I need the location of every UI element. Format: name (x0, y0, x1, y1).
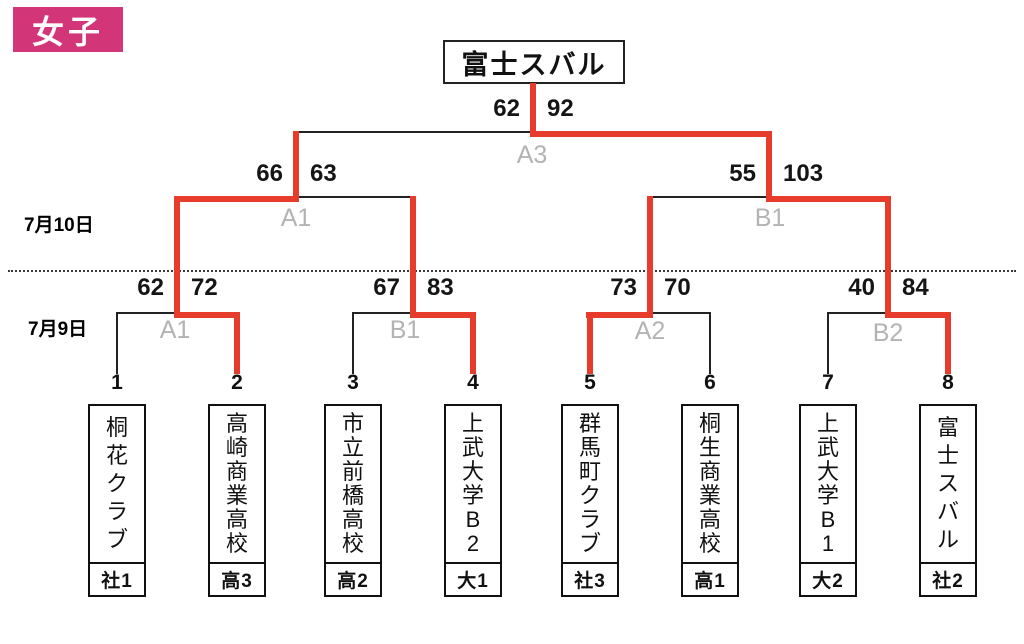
r1-b2-right-score: 84 (902, 274, 929, 301)
r1-b2-left-score: 40 (848, 274, 875, 301)
team-tag-4: 大1 (446, 562, 500, 595)
winner-path-r1-b2-up (885, 196, 891, 318)
team-seed-number-1: 1 (111, 371, 123, 394)
winner-path-r1-a1-up (174, 196, 180, 318)
winner-path-sf-b1-up (766, 131, 772, 202)
bracket-leg-team3 (352, 312, 354, 374)
winner-path-sf-b1-right (766, 196, 891, 202)
team-name-5: 群馬町クラブ (578, 411, 601, 556)
team-seed-number-4: 4 (467, 371, 479, 394)
team-seed-number-5: 5 (584, 371, 596, 394)
date-label-day1: 7月9日 (28, 319, 88, 340)
bracket-line-sf-b1-left (650, 196, 769, 198)
team-box-3: 市立前橋高校 高2 (324, 404, 382, 597)
bracket-line-r1-a2-right (650, 312, 711, 314)
winner-path-final-right (530, 131, 772, 137)
bracket-line-r1-b1-left (353, 312, 413, 314)
team-seed-number-7: 7 (822, 371, 834, 394)
team-name-8: 富士スバル (936, 415, 959, 552)
match-label-final: A3 (516, 141, 548, 169)
round-divider-dotted-line (8, 270, 1016, 272)
bracket-line-r1-a1-left (117, 312, 177, 314)
team-seed-number-6: 6 (704, 371, 716, 394)
team-tag-5: 社3 (563, 562, 617, 595)
winner-path-r1-a1-right (174, 312, 240, 318)
team-tag-7: 大2 (801, 562, 855, 595)
match-label-sf-a1: A1 (280, 204, 312, 232)
final-left-score: 62 (493, 95, 520, 122)
winner-path-leg-team8 (945, 312, 951, 374)
team-box-5: 群馬町クラブ 社3 (561, 404, 619, 597)
team-tag-2: 高3 (210, 562, 264, 595)
team-box-2: 高崎商業高校 高3 (208, 404, 266, 597)
bracket-leg-team7 (827, 312, 829, 374)
r1-a1-left-score: 62 (137, 274, 164, 301)
r1-a2-right-score: 70 (664, 274, 691, 301)
winner-path-r1-b1-up (410, 196, 416, 318)
bracket-line-final-left (295, 131, 532, 133)
team-seed-number-2: 2 (231, 371, 243, 394)
team-name-2: 高崎商業高校 (225, 411, 248, 556)
winner-path-leg-team2 (234, 312, 240, 374)
sf-a1-right-score: 63 (310, 160, 337, 187)
team-tag-3: 高2 (326, 562, 380, 595)
bracket-line-r1-b2-left (828, 312, 888, 314)
winner-path-r1-a2-up (647, 196, 653, 318)
bracket-leg-team1 (116, 312, 118, 374)
match-label-sf-b1: B1 (754, 204, 786, 232)
winner-path-r1-a2-left (586, 312, 653, 318)
team-box-8: 富士スバル 社2 (919, 404, 977, 597)
bracket-line-sf-a1-right (296, 196, 413, 198)
team-tag-8: 社2 (921, 562, 975, 595)
team-tag-6: 高1 (683, 562, 737, 595)
team-box-6: 桐生商業高校 高1 (681, 404, 739, 597)
winner-path-sf-a1-left (174, 196, 299, 202)
winner-path-sf-a1-up (293, 131, 299, 202)
team-seed-number-3: 3 (347, 371, 359, 394)
sf-a1-left-score: 66 (256, 160, 283, 187)
r1-b1-left-score: 67 (373, 274, 400, 301)
champion-box: 富士スバル (443, 40, 625, 84)
bracket-leg-team6 (709, 312, 711, 374)
team-name-3: 市立前橋高校 (341, 411, 364, 556)
r1-a2-left-score: 73 (610, 274, 637, 301)
sf-b1-left-score: 55 (729, 160, 756, 187)
team-name-6: 桐生商業高校 (698, 411, 721, 556)
winner-path-leg-team4 (470, 312, 476, 374)
team-tag-1: 社1 (90, 562, 144, 595)
category-badge: 女子 (13, 7, 123, 52)
winner-path-r1-b2-right (885, 312, 951, 318)
winner-path-r1-b1-right (410, 312, 476, 318)
team-box-1: 桐花クラブ 社1 (88, 404, 146, 597)
sf-b1-right-score: 103 (783, 160, 824, 187)
winner-path-final-to-champion (530, 83, 536, 137)
final-right-score: 92 (547, 95, 574, 122)
r1-b1-right-score: 83 (427, 274, 454, 301)
match-label-r1-a1: A1 (159, 316, 191, 344)
r1-a1-right-score: 72 (191, 274, 218, 301)
team-name-1: 桐花クラブ (105, 415, 128, 552)
match-label-r1-a2: A2 (634, 317, 666, 345)
team-seed-number-8: 8 (942, 371, 954, 394)
match-label-r1-b1: B1 (389, 316, 421, 344)
winner-path-leg-team5 (587, 312, 593, 374)
date-label-day2: 7月10日 (24, 215, 94, 236)
match-label-r1-b2: B2 (872, 319, 904, 347)
